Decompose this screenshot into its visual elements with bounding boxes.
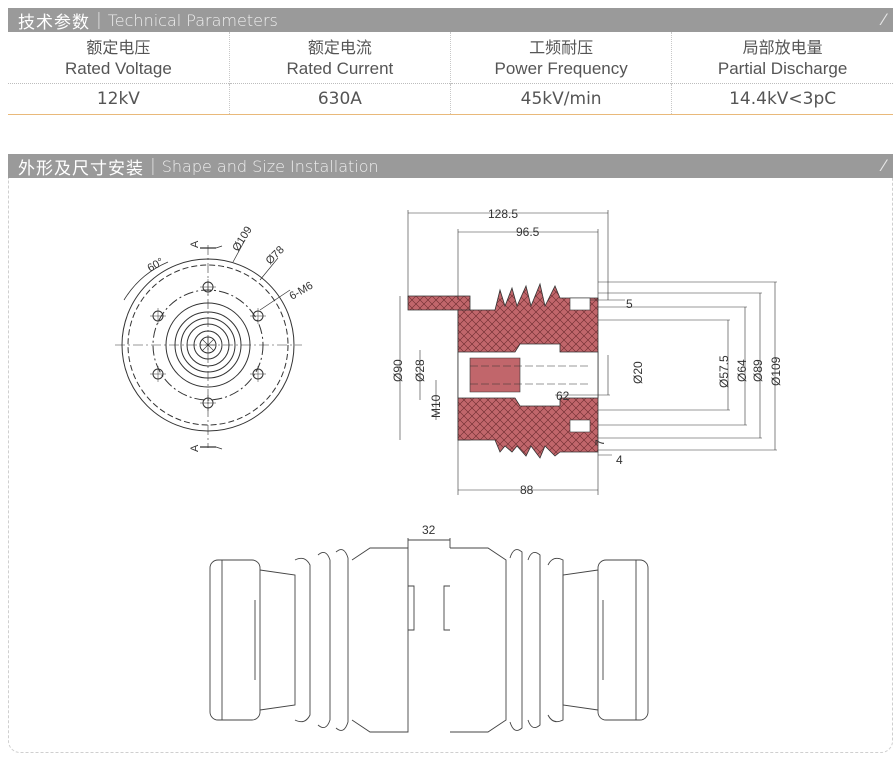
value-rated-current: 630A — [228, 83, 451, 114]
corner-slash-icon: ⁄ — [882, 156, 885, 175]
installation-panel — [8, 178, 893, 753]
col-label-zh: 工频耐压 — [529, 38, 594, 57]
section-title-zh: 外形及尺寸安装 — [18, 158, 144, 179]
col-label-en: Rated Current — [286, 59, 394, 78]
section-title-en: Technical Parameters — [107, 10, 278, 30]
col-label-en: Partial Discharge — [717, 59, 848, 78]
col-label-zh: 额定电压 — [86, 38, 151, 57]
section-title-en: Shape and Size Installation — [161, 156, 379, 176]
col-rated-current: 额定电流 Rated Current — [228, 32, 451, 84]
table-header-row: 额定电压 Rated Voltage 额定电流 Rated Current 工频耐压… — [8, 32, 893, 84]
title-separator: | — [150, 156, 156, 176]
col-label-zh: 局部放电量 — [742, 38, 823, 57]
corner-slash-icon: ⁄ — [882, 10, 885, 29]
col-label-zh: 额定电流 — [307, 38, 372, 57]
value-power-frequency: 45kV/min — [449, 83, 672, 114]
col-power-frequency: 工频耐压 Power Frequency — [449, 32, 672, 84]
value-partial-discharge: 14.4kV<3pC — [671, 83, 893, 114]
table-bottom-line — [8, 114, 893, 115]
col-partial-discharge: 局部放电量 Partial Discharge — [671, 32, 893, 84]
section-title-zh: 技术参数 — [18, 12, 90, 33]
col-label-en: Power Frequency — [494, 59, 628, 78]
technical-parameters-header: 技术参数 | Technical Parameters ⁄ — [8, 8, 893, 33]
table-row: 12kV 630A 45kV/min 14.4kV<3pC — [8, 83, 893, 114]
shape-size-header: 外形及尺寸安装 | Shape and Size Installation ⁄ — [8, 154, 893, 179]
title-separator: | — [96, 10, 102, 30]
col-rated-voltage: 额定电压 Rated Voltage — [8, 32, 229, 84]
parameters-table: 额定电压 Rated Voltage 额定电流 Rated Current 工频耐压… — [8, 32, 893, 115]
value-rated-voltage: 12kV — [8, 83, 230, 114]
col-label-en: Rated Voltage — [64, 59, 172, 78]
